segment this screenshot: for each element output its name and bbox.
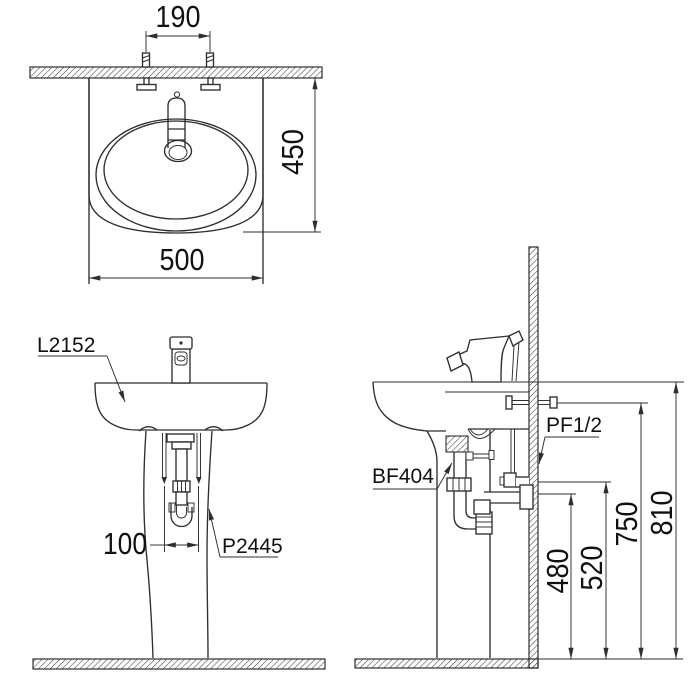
dim-520-text: 520 <box>574 546 609 591</box>
label-waste-model: BF404 <box>372 462 453 490</box>
dim-810-text: 810 <box>644 491 679 536</box>
faucet-side <box>446 330 524 383</box>
dimension-depth: 450 <box>243 78 321 233</box>
sink-outline-plan <box>88 78 264 284</box>
drain-trap-side <box>445 435 534 535</box>
pedestal-profile-side <box>426 430 491 658</box>
sink-profile-side <box>372 381 529 439</box>
basin-rim-outer <box>95 118 257 232</box>
mounting-bolt-side <box>505 395 558 410</box>
dim-450-text: 450 <box>275 129 310 175</box>
floor-section-front <box>32 658 326 670</box>
extension-lines-side <box>373 381 684 495</box>
supply-hoses-front <box>161 433 202 484</box>
mounting-bolt-right <box>200 52 221 91</box>
dim-750-text: 750 <box>609 502 644 547</box>
wall-section-top <box>29 66 323 79</box>
label-l2152-text: L2152 <box>37 334 95 357</box>
dimension-drain-width: 100 <box>103 486 199 561</box>
side-view: BF404 PF1/2 480 520 750 810 <box>354 246 684 669</box>
wall-section-side <box>528 246 539 669</box>
front-view: 100 L2152 P2445 <box>32 334 326 670</box>
faucet-body-plan <box>167 97 186 148</box>
mounting-bolt-left <box>136 52 157 91</box>
dimension-width: 500 <box>89 242 263 281</box>
pedestal-front <box>143 430 213 659</box>
basin-rim-inner <box>103 120 249 220</box>
dimension-hole-spacing: 190 <box>145 0 211 52</box>
label-pf12-text: PF1/2 <box>546 414 602 437</box>
top-view: 190 450 500 <box>29 0 323 284</box>
label-p2445-text: P2445 <box>222 535 283 558</box>
label-pedestal-model: P2445 <box>208 508 283 558</box>
dimension-rim-height: 810 <box>644 382 679 659</box>
dimension-mount-hole-height: 750 <box>609 403 644 659</box>
dim-190-text: 190 <box>156 0 201 34</box>
supply-pipe-side <box>499 429 529 488</box>
drain-trap-front <box>166 433 195 528</box>
drain-nut-hatched <box>445 435 469 453</box>
label-bf404-text: BF404 <box>372 465 434 488</box>
dim-500-text: 500 <box>160 242 205 277</box>
dimension-waste-height: 480 <box>540 494 575 659</box>
label-lavatory-model: L2152 <box>37 334 126 403</box>
dim-100-text: 100 <box>103 526 147 561</box>
faucet-plan <box>163 91 193 163</box>
floor-section-side <box>354 658 539 669</box>
faucet-tip <box>173 91 181 98</box>
label-supply-model: PF1/2 <box>538 414 602 465</box>
dimension-supply-height: 520 <box>574 482 609 659</box>
faucet-front <box>169 336 193 384</box>
dim-480-text: 480 <box>540 549 575 594</box>
wall-flange <box>519 484 534 510</box>
